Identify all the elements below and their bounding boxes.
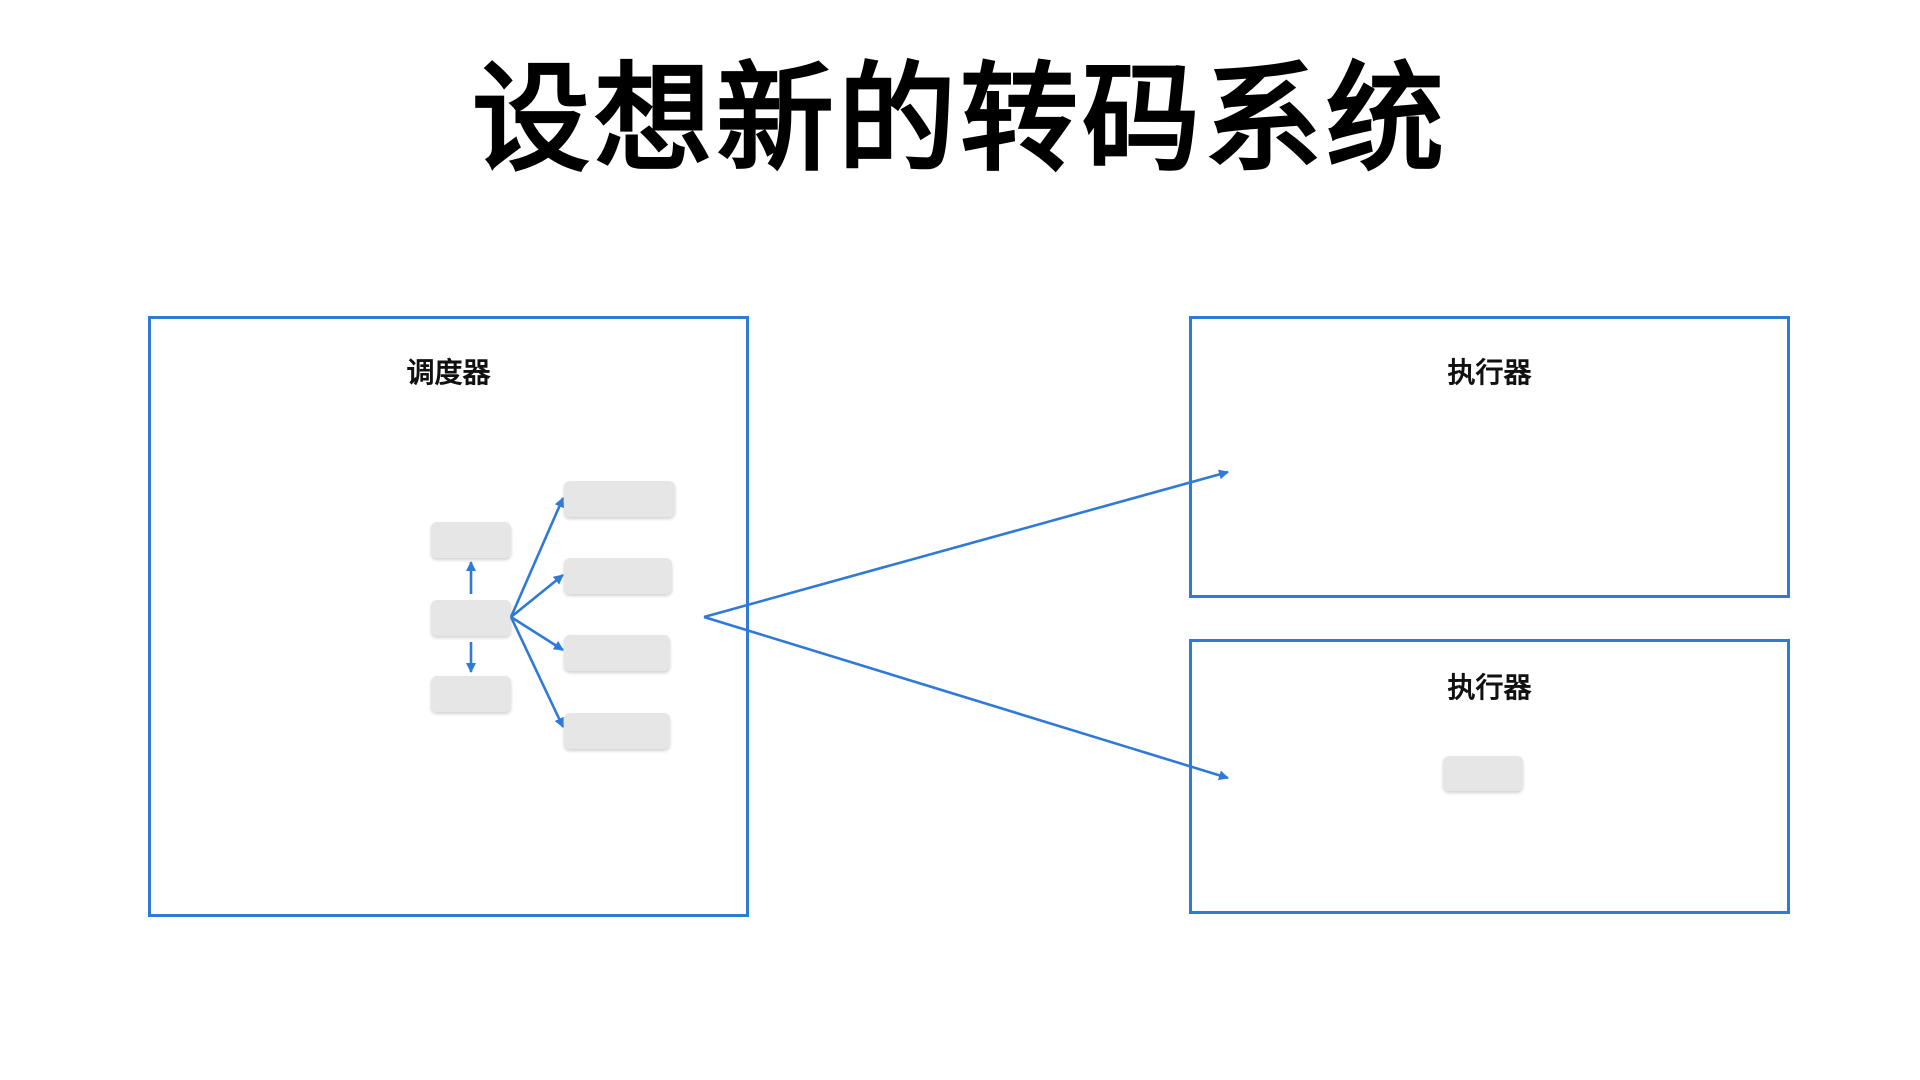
scheduler-node-top <box>431 522 511 558</box>
slide-title: 设想新的转码系统 <box>471 50 1448 188</box>
executor-node <box>1443 756 1523 791</box>
arrow-task-1 <box>509 497 565 618</box>
arrow-task-4 <box>509 616 565 728</box>
task-node-4 <box>564 713 670 749</box>
executor-box-1: 执行器 <box>1189 316 1790 598</box>
task-node-3 <box>564 635 670 671</box>
scheduler-label: 调度器 <box>406 356 491 389</box>
executor-label-1: 执行器 <box>1447 356 1532 389</box>
executor-box-2: 执行器 <box>1189 639 1790 914</box>
arrow-to-executor-1 <box>703 469 1229 619</box>
arrow-to-executor-2 <box>703 615 1229 781</box>
scheduler-node-center <box>431 600 511 636</box>
arrow-task-2 <box>510 573 564 619</box>
task-node-1 <box>564 481 675 517</box>
task-node-2 <box>564 558 672 594</box>
scheduler-node-bottom <box>431 676 511 712</box>
executor-label-2: 执行器 <box>1447 671 1532 704</box>
arrow-task-3 <box>510 615 564 652</box>
